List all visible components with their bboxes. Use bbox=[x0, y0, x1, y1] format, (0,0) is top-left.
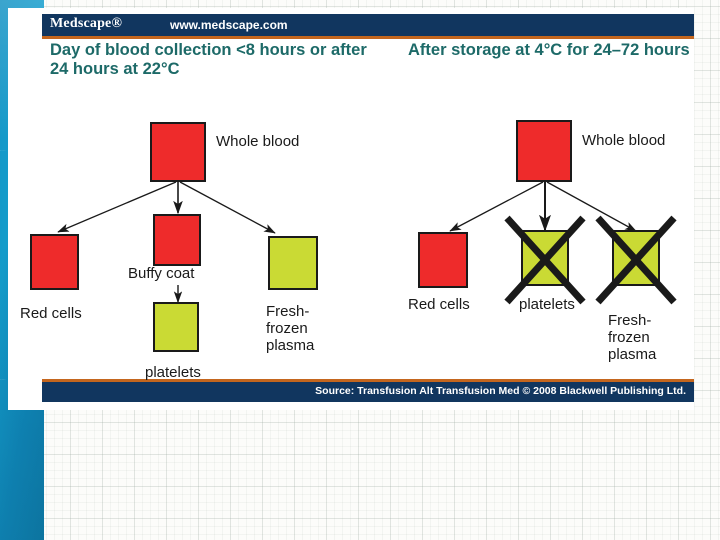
source-credit: Source: Transfusion Alt Transfusion Med … bbox=[315, 385, 686, 397]
medscape-url[interactable]: www.medscape.com bbox=[170, 18, 288, 32]
footer-accent-rule bbox=[42, 379, 694, 382]
brand-accent-rule bbox=[42, 36, 694, 39]
panel-right-title: After storage at 4°C for 24–72 hours bbox=[408, 41, 690, 59]
source-bar: Source: Transfusion Alt Transfusion Med … bbox=[42, 382, 694, 402]
medscape-logo: Medscape® bbox=[50, 16, 123, 31]
medscape-figure: Medscape® www.medscape.com Day of blood … bbox=[8, 8, 694, 410]
medscape-brand-bar: Medscape® www.medscape.com bbox=[42, 14, 694, 36]
panel-left-title: Day of blood collection <8 hours or afte… bbox=[50, 41, 367, 78]
